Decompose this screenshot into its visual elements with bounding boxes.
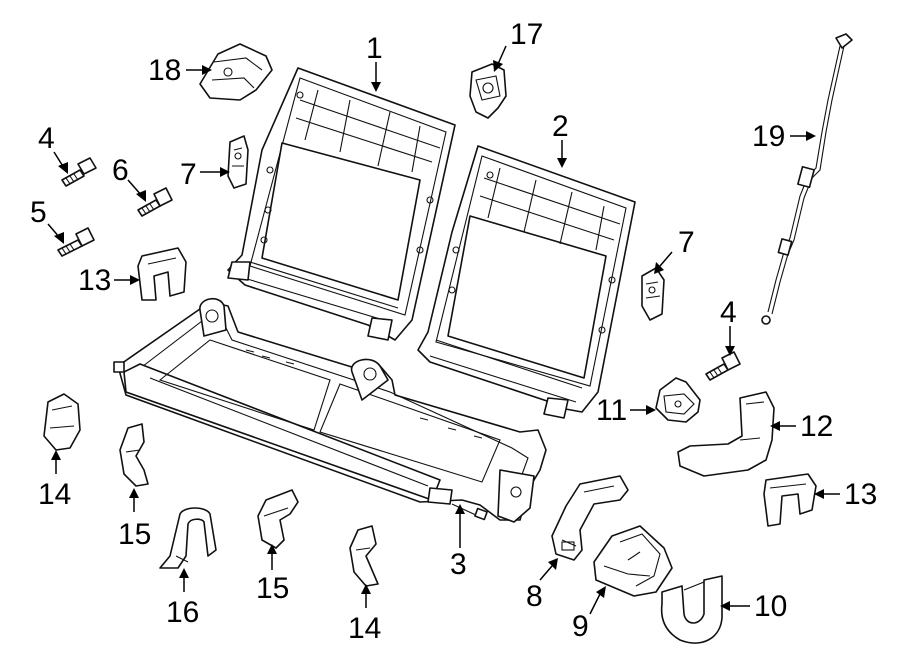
callout-8: 8 bbox=[526, 580, 543, 613]
callout-15-right: 15 bbox=[256, 572, 289, 605]
strap-16-part bbox=[159, 507, 217, 569]
callout-15-left: 15 bbox=[118, 518, 151, 551]
callout-16: 16 bbox=[166, 596, 199, 629]
cap-14-left-part bbox=[43, 393, 81, 451]
callout-5: 5 bbox=[30, 196, 47, 229]
clip-15-right-part bbox=[257, 489, 299, 549]
trim-piece-9-part bbox=[593, 525, 673, 597]
callout-9: 9 bbox=[572, 610, 589, 643]
callout-4-left: 4 bbox=[38, 122, 55, 155]
callout-3: 3 bbox=[450, 548, 467, 581]
release-cable-19-part bbox=[761, 33, 853, 325]
callout-4-right: 4 bbox=[720, 296, 737, 329]
clip-14-right-part bbox=[349, 525, 379, 587]
clip-15-left-part bbox=[119, 423, 149, 487]
latch-bracket-18-part bbox=[199, 43, 273, 101]
cover-13-right-part bbox=[763, 473, 817, 527]
callout-14-right: 14 bbox=[348, 612, 381, 645]
callout-1: 1 bbox=[366, 32, 383, 65]
callout-17: 17 bbox=[510, 18, 543, 51]
seatback-frame-left-part bbox=[227, 67, 456, 341]
callout-7-right: 7 bbox=[678, 226, 695, 259]
callout-13-right: 13 bbox=[844, 478, 877, 511]
callout-labels: 1 2 3 4 5 6 7 7 4 8 9 10 11 12 13 13 14 … bbox=[30, 18, 877, 645]
callout-13-left: 13 bbox=[78, 264, 111, 297]
latch-17-part bbox=[469, 63, 507, 119]
side-shield-12-part bbox=[677, 391, 775, 477]
callout-2: 2 bbox=[552, 110, 569, 143]
leader-lines bbox=[47, 45, 840, 615]
bolt-4-right-part bbox=[705, 351, 741, 381]
seat-cushion-frame-part bbox=[113, 298, 547, 523]
callout-6: 6 bbox=[112, 154, 129, 187]
hinge-cover-7-left-part bbox=[227, 135, 249, 189]
cover-13-left-part bbox=[137, 247, 187, 301]
callout-14-left: 14 bbox=[38, 478, 71, 511]
bracket-8-part bbox=[551, 475, 629, 561]
u-cover-10-part bbox=[660, 575, 723, 644]
hinge-bracket-11-part bbox=[655, 377, 701, 423]
callout-12: 12 bbox=[800, 410, 833, 443]
bolt-5-part bbox=[57, 227, 95, 257]
seatback-frame-right-part bbox=[417, 145, 636, 419]
callout-18: 18 bbox=[148, 54, 181, 87]
callout-10: 10 bbox=[754, 590, 787, 623]
callout-11: 11 bbox=[596, 394, 627, 427]
callout-7-left: 7 bbox=[180, 158, 197, 191]
callout-19: 19 bbox=[752, 120, 785, 153]
bolt-6-part bbox=[137, 187, 173, 217]
hinge-cover-7-right-part bbox=[641, 267, 665, 321]
bolt-4-left-part bbox=[61, 157, 97, 187]
